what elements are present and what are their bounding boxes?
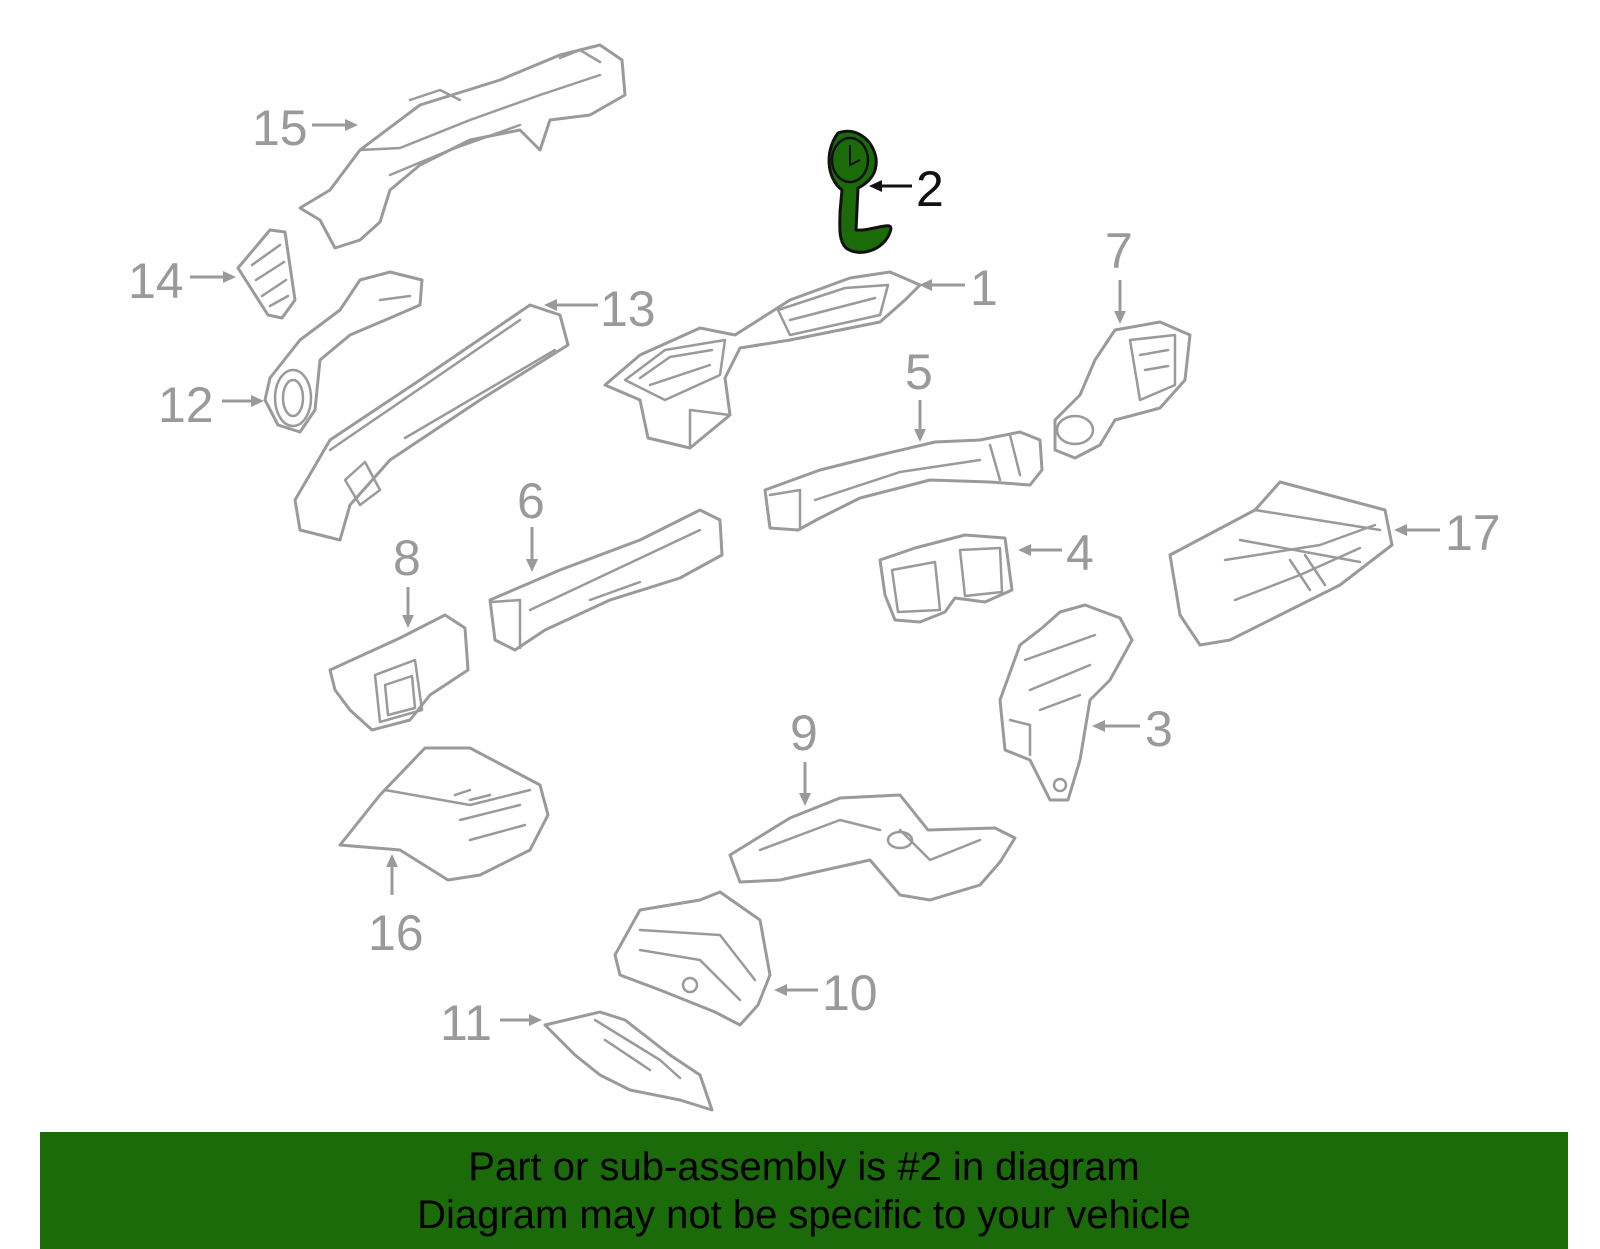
- arrowhead-11: [529, 1014, 542, 1026]
- arrowhead-14: [223, 271, 236, 283]
- part-14-vent-grille[interactable]: [236, 228, 297, 320]
- arrowhead-3: [1092, 720, 1105, 732]
- part-10-console-outlet[interactable]: [613, 890, 772, 1027]
- callout-12: 12: [158, 377, 214, 433]
- notice-banner: Part or sub-assembly is #2 in diagram Di…: [40, 1132, 1568, 1249]
- callout-3: 3: [1145, 701, 1173, 757]
- arrowhead-15: [345, 119, 358, 131]
- part-2-highlighted[interactable]: [827, 130, 893, 254]
- callout-7: 7: [1105, 223, 1133, 279]
- part-5-curved-duct[interactable]: [763, 430, 1044, 532]
- arrowhead-8: [402, 615, 414, 628]
- callout-2: 2: [916, 161, 944, 217]
- part-9-rear-duct[interactable]: [728, 793, 1017, 902]
- banner-line-1: Part or sub-assembly is #2 in diagram: [468, 1144, 1140, 1189]
- callout-9: 9: [790, 705, 818, 761]
- callout-8: 8: [393, 530, 421, 586]
- part-16-floor-outlet[interactable]: [338, 746, 550, 882]
- part-3-bracket[interactable]: [998, 603, 1134, 802]
- callout-13: 13: [600, 281, 656, 337]
- callout-10: 10: [822, 965, 878, 1021]
- callout-6: 6: [517, 473, 545, 529]
- callout-4: 4: [1066, 525, 1094, 581]
- callout-5: 5: [905, 344, 933, 400]
- arrowhead-10: [774, 984, 787, 996]
- banner-line-2: Diagram may not be specific to your vehi…: [417, 1192, 1191, 1237]
- part-13-defroster-duct[interactable]: [293, 303, 570, 542]
- callout-14: 14: [128, 253, 184, 309]
- part-11-rear-trim[interactable]: [543, 1010, 714, 1112]
- arrowhead-6: [526, 559, 538, 572]
- arrowhead-17: [1394, 524, 1407, 536]
- part-7-right-duct[interactable]: [1053, 320, 1192, 460]
- arrowhead-5: [914, 429, 926, 442]
- callout-15: 15: [252, 100, 308, 156]
- callout-1: 1: [970, 260, 998, 316]
- part-8-rect-duct[interactable]: [328, 613, 470, 732]
- part-17-right-outlet[interactable]: [1168, 480, 1394, 647]
- arrowhead-1: [919, 279, 932, 291]
- arrowhead-7: [1114, 311, 1126, 324]
- arrowhead-13: [544, 299, 557, 311]
- arrowhead-4: [1018, 544, 1031, 556]
- callout-11: 11: [440, 995, 492, 1051]
- callout-16: 16: [368, 905, 424, 961]
- part-6-straight-duct[interactable]: [488, 508, 724, 652]
- arrowhead-9: [799, 793, 811, 806]
- parts-diagram: 15 14 12 13 2 1: [128, 43, 1501, 1112]
- arrowhead-2: [869, 180, 882, 192]
- part-1-center-duct[interactable]: [603, 270, 922, 450]
- part-4-double-outlet[interactable]: [878, 533, 1014, 624]
- callout-17: 17: [1445, 505, 1501, 561]
- arrowhead-16: [386, 854, 398, 867]
- part-12-side-duct[interactable]: [263, 270, 424, 434]
- part-15-upper-duct[interactable]: [298, 43, 627, 250]
- arrowhead-12: [251, 395, 264, 407]
